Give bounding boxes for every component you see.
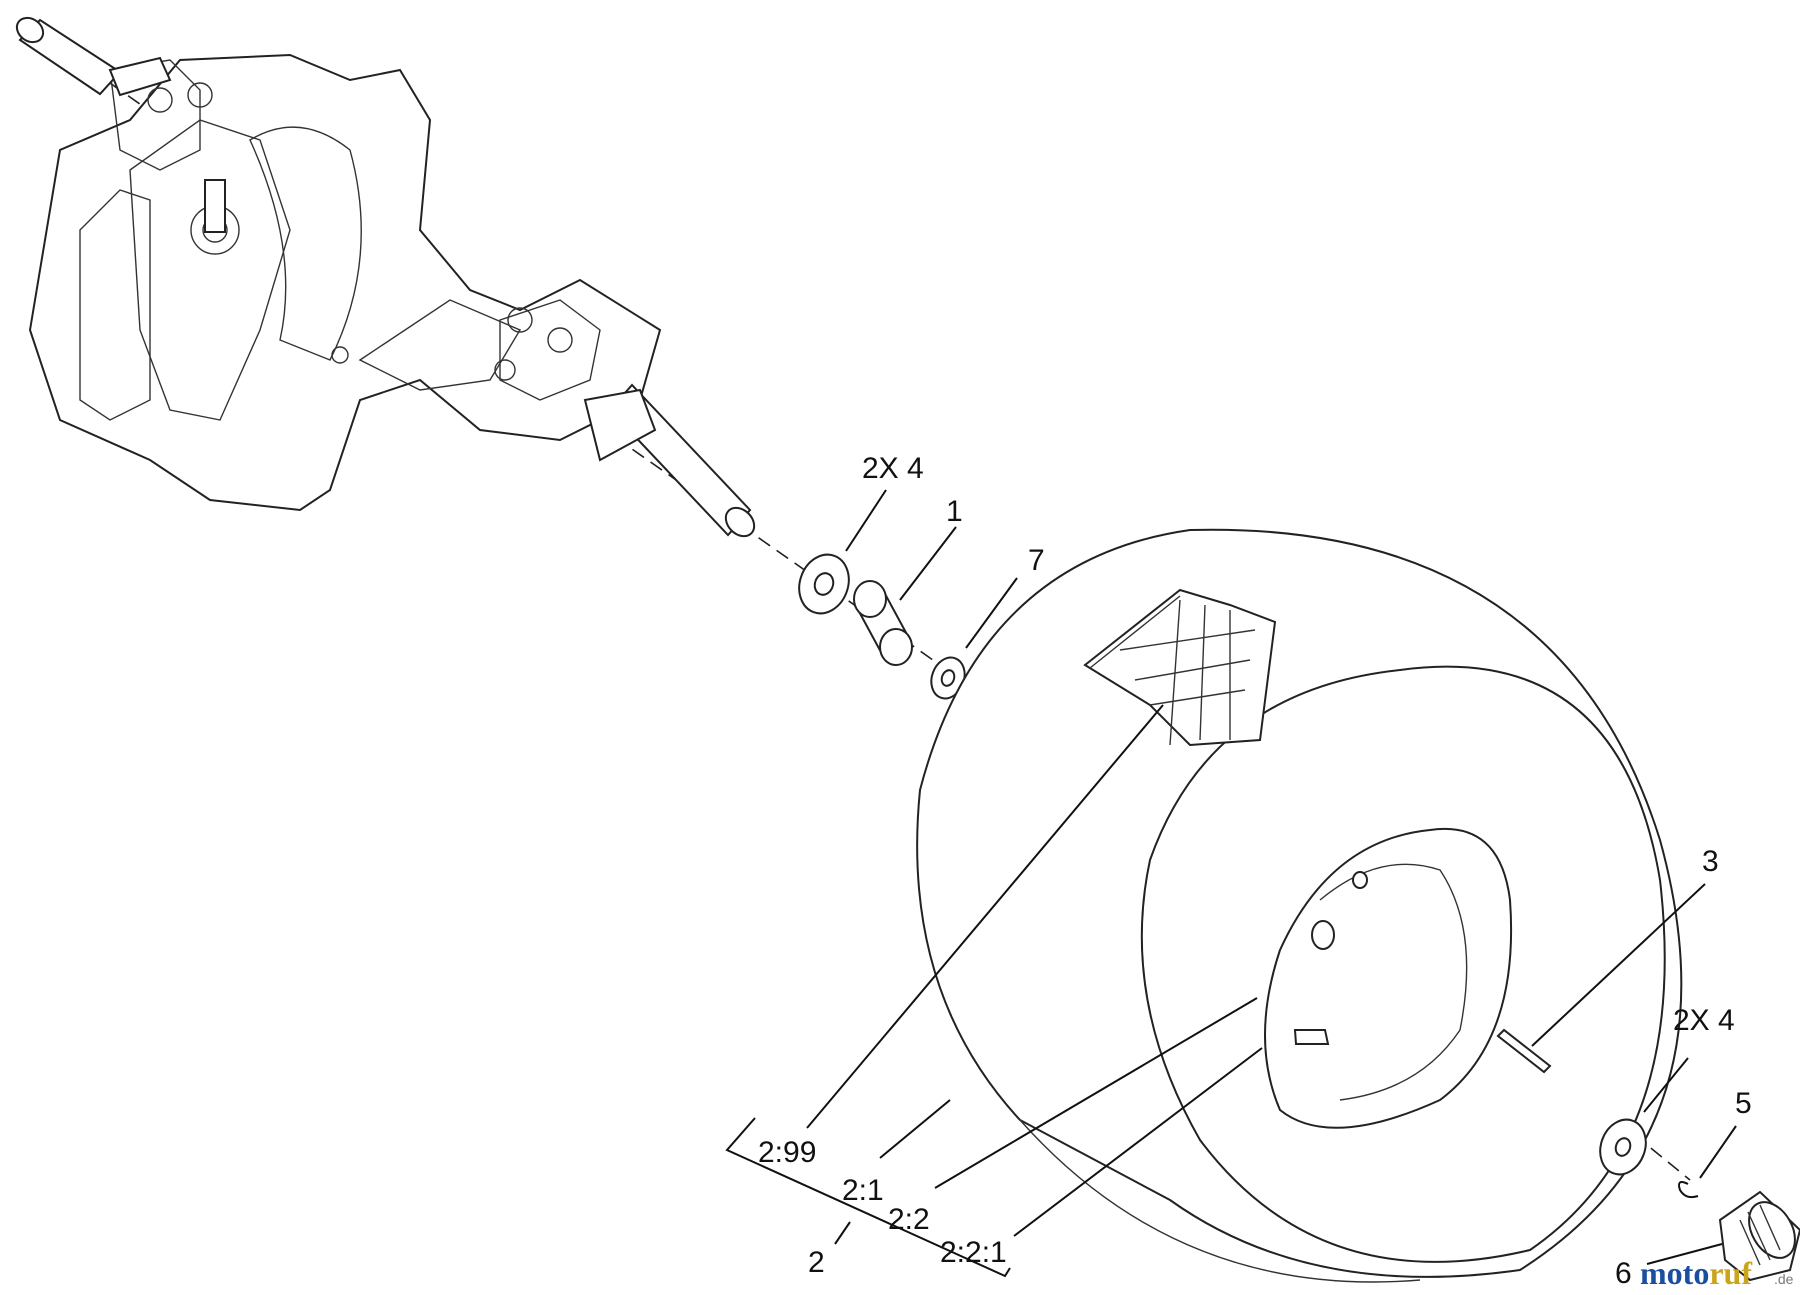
label-wheel-assembly: 2 (808, 1246, 825, 1279)
label-cap: 6 (1615, 1257, 1632, 1290)
tire-wheel-assembly (916, 528, 1683, 1283)
washer-top (798, 553, 850, 615)
label-tire: 2:1 (842, 1174, 884, 1207)
label-valve: 2:2:1 (940, 1236, 1007, 1269)
label-rim: 2:2 (888, 1203, 930, 1236)
key (1496, 1028, 1552, 1074)
retaining-ring (1678, 1181, 1699, 1199)
label-washer-top-qty: 2X 4 (862, 452, 924, 485)
leader-lines (725, 489, 1737, 1278)
spacer (853, 580, 913, 666)
label-washer-small: 7 (1028, 544, 1045, 577)
watermark-logo: motoruf .de (1640, 1255, 1794, 1291)
svg-text:.de: .de (1774, 1271, 1794, 1287)
label-washer-bottom-qty: 2X 4 (1673, 1004, 1735, 1037)
svg-text:motoruf: motoruf (1640, 1255, 1752, 1291)
label-retaining-ring: 5 (1735, 1087, 1752, 1120)
label-key: 3 (1702, 845, 1719, 878)
transaxle-assembly (15, 16, 756, 538)
washer-small (930, 656, 966, 700)
label-spacer: 1 (946, 495, 963, 528)
washer-bottom (1599, 1118, 1647, 1176)
label-tire-decal: 2:99 (758, 1136, 816, 1169)
cap (1718, 1190, 1800, 1282)
